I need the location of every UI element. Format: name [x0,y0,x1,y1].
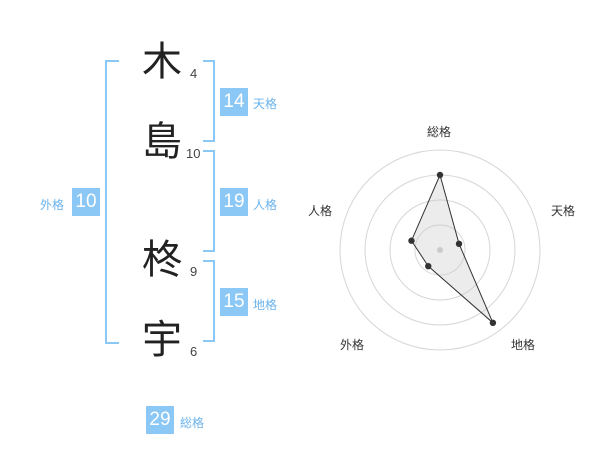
stroke-count-4: 6 [190,344,198,359]
tenkaku-badge: 14 [220,88,248,116]
radar-axis-label-jinkaku: 人格 [308,204,333,218]
radar-point-4 [425,262,432,270]
radar-ring [389,199,491,301]
jinkaku-badge: 19 [220,188,248,216]
soukaku-label: 総格 [180,416,205,430]
soukaku-badge: 29 [146,406,174,434]
tenkaku-label: 天格 [253,97,278,111]
radar-axis-label-gaikaku: 外格 [340,338,365,352]
radar-point-2 [455,240,463,248]
stroke-count-2: 10 [186,146,201,161]
chikaku-label: 地格 [253,298,278,312]
name-char-2: 島 [142,119,182,165]
tenkaku-bracket [203,60,215,142]
radar-ring [339,149,541,351]
gaikaku-badge: 10 [72,188,100,216]
stroke-count-3: 9 [190,264,198,279]
radar-polygon [410,173,494,324]
radar-point-5 [408,237,415,244]
jinkaku-label: 人格 [253,198,278,212]
gaikaku-bracket [105,60,119,344]
radar-point-3 [489,319,497,327]
gaikaku-label: 外格 [40,198,65,212]
radar-center [437,247,443,253]
radar-ring [414,224,466,276]
radar-points [408,171,497,327]
name-char-1: 木 [142,39,182,85]
name-char-3: 柊 [142,237,182,283]
radar-axis-label-chikaku: 地格 [511,338,536,352]
jinkaku-bracket [203,150,215,252]
radar-series [410,173,494,324]
name-char-4: 宇 [142,317,182,363]
radar-axis-label-soukaku: 総格 [427,125,452,139]
chikaku-bracket [203,260,215,342]
radar-axis-label-tenkaku: 天格 [551,204,576,218]
chikaku-badge: 15 [220,288,248,316]
radar-point-1 [436,171,444,179]
stroke-count-1: 4 [190,66,198,81]
